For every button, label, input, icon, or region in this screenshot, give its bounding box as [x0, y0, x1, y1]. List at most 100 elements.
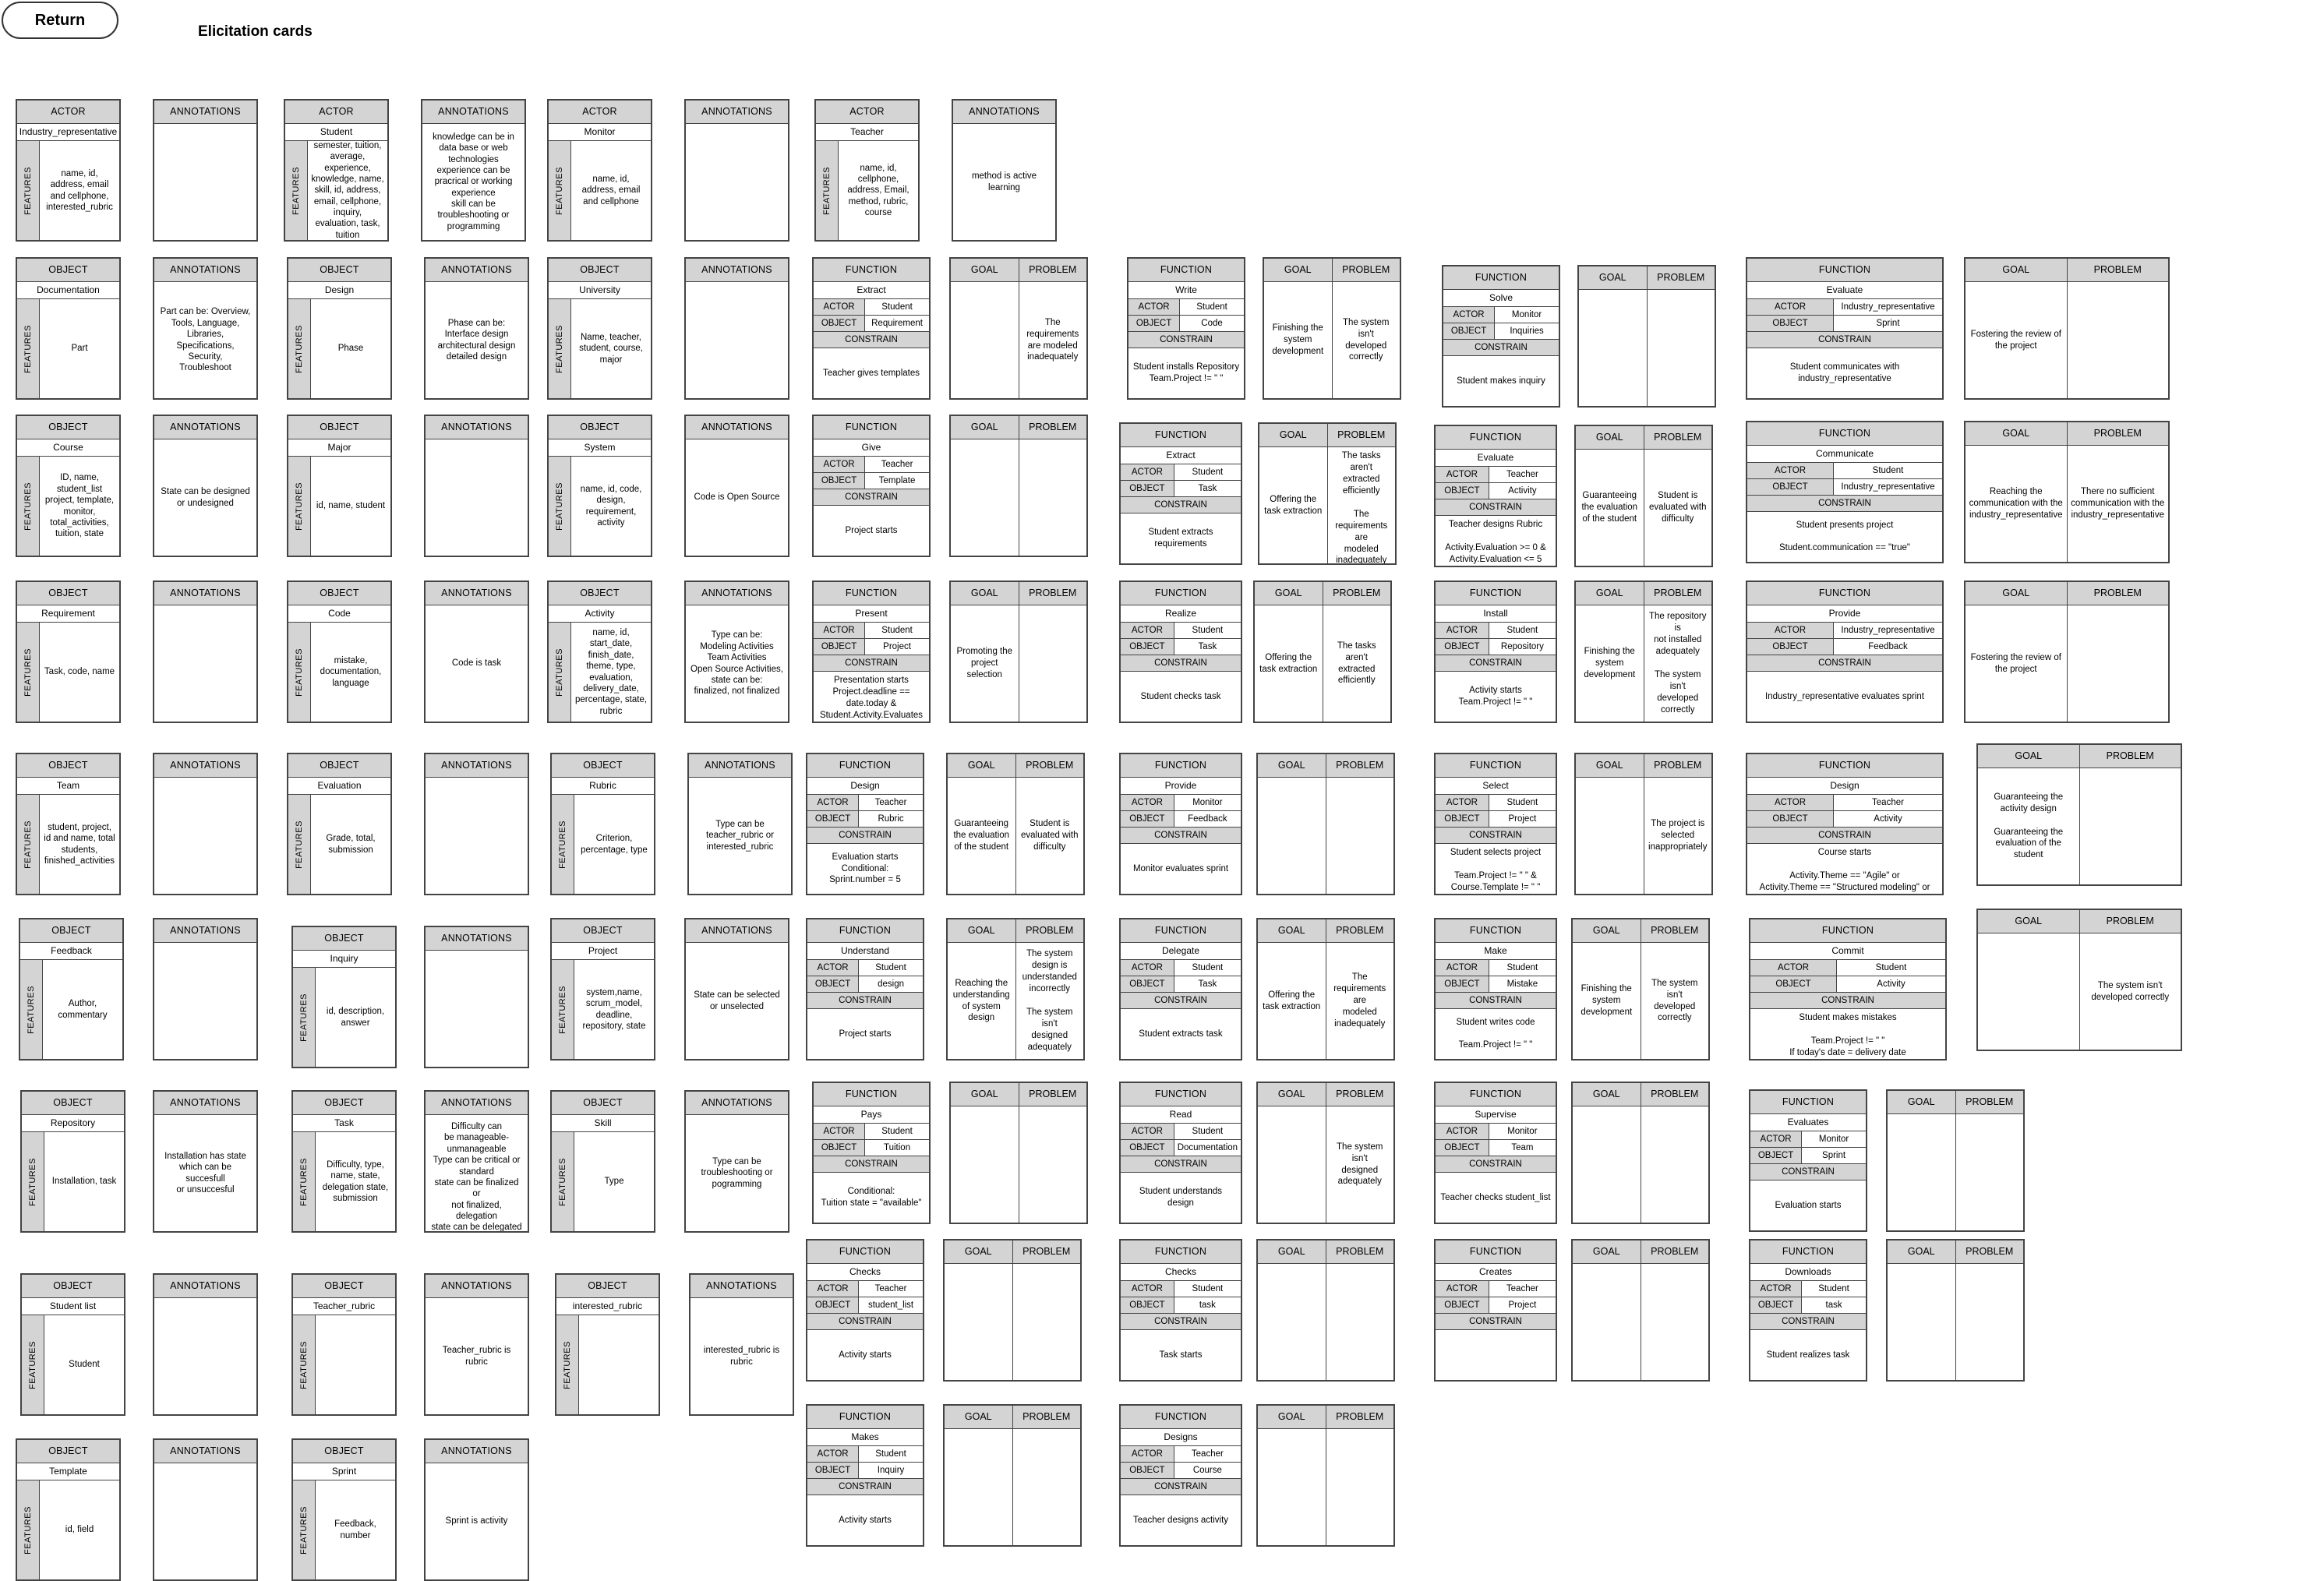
- goal-column: GOAL: [1258, 1083, 1326, 1223]
- card-name: Documentation: [17, 282, 119, 299]
- object-label: OBJECT: [1121, 1463, 1174, 1478]
- actor-value: Student: [1875, 963, 1907, 972]
- features-label: FEATURES: [22, 1132, 44, 1231]
- features-label-text: FEATURES: [28, 1340, 38, 1389]
- problem-header: PROBLEM: [1019, 416, 1086, 439]
- features-label-text: FEATURES: [558, 985, 568, 1034]
- problem-column: PROBLEM: [1325, 1240, 1394, 1380]
- actor-label: ACTOR: [1128, 299, 1181, 315]
- goal-column: GOAL: [1258, 1240, 1326, 1380]
- card-type-label: OBJECT: [17, 416, 119, 439]
- card-type-label: OBJECT: [17, 259, 119, 282]
- features-text: Feedback, number: [334, 1519, 376, 1540]
- constrain-header: CONSTRAIN: [1436, 828, 1556, 844]
- card-name: Course: [17, 439, 119, 457]
- function-header: FUNCTION: [1750, 919, 1945, 943]
- actor-label: ACTOR: [1443, 307, 1496, 323]
- object-value: Rubric: [878, 814, 904, 824]
- object-value: Task: [1198, 642, 1217, 651]
- function-header: FUNCTION: [1443, 266, 1559, 290]
- card-name: Project: [552, 943, 654, 960]
- annotations-header: ANNOTATIONS: [686, 101, 788, 124]
- goal-text: Guaranteeing the activity design Guarant…: [1994, 792, 2064, 860]
- constrain-text: Course starts Activity.Theme == "Agile" …: [1759, 848, 1930, 892]
- function-name: Present: [814, 605, 929, 623]
- object-label: OBJECT: [1121, 639, 1174, 655]
- actor-label: ACTOR: [1750, 1281, 1803, 1297]
- goal-text: [951, 282, 1019, 398]
- card-name: Teacher: [816, 124, 918, 141]
- problem-text: [2080, 768, 2181, 884]
- return-button[interactable]: Return: [2, 2, 118, 39]
- problem-column: PROBLEM: [1955, 1240, 2023, 1380]
- annotations-header: ANNOTATIONS: [422, 101, 524, 124]
- problem-header: PROBLEM: [1326, 919, 1393, 943]
- constrain-text: Student communicates with industry_repre…: [1789, 362, 1900, 383]
- annotations-card: ANNOTATIONS: [153, 99, 258, 242]
- goal-header: GOAL: [1576, 426, 1644, 450]
- function-header: FUNCTION: [1436, 754, 1556, 778]
- goal-column: GOAL: [1576, 754, 1644, 894]
- object-label: OBJECT: [814, 639, 866, 655]
- actor-label: ACTOR: [814, 1124, 866, 1139]
- actor-label: ACTOR: [1750, 1131, 1803, 1147]
- annotations-header: ANNOTATIONS: [154, 582, 256, 605]
- goal-text: [1573, 1106, 1641, 1223]
- card-name: interested_rubric: [556, 1298, 659, 1315]
- card-name: Student list: [22, 1298, 124, 1315]
- annotations-text: [154, 943, 256, 1059]
- actor-value: Student: [1196, 302, 1227, 312]
- function-name: Evaluate: [1747, 282, 1942, 299]
- constrain-header: CONSTRAIN: [1436, 1314, 1556, 1330]
- annotations-header: ANNOTATIONS: [154, 754, 256, 778]
- features-text: Name, teacher, student, course, major: [579, 332, 643, 365]
- problem-text: [1326, 1429, 1394, 1545]
- object-value: Team: [1511, 1143, 1534, 1152]
- object-value: Industry_representative: [1841, 482, 1935, 492]
- object-label: OBJECT: [814, 316, 866, 331]
- constrain-text: Teacher gives templates: [822, 368, 920, 378]
- features-label: FEATURES: [17, 623, 40, 722]
- features-label-text: FEATURES: [23, 166, 34, 215]
- object-row: OBJECT Task: [1121, 639, 1241, 655]
- object-value: Sprint: [1822, 1151, 1846, 1160]
- card-type-label: OBJECT: [17, 582, 119, 605]
- goal-text: [1888, 1264, 1955, 1380]
- annotations-header: ANNOTATIONS: [686, 416, 788, 439]
- annotations-text: [154, 605, 256, 722]
- constrain-text: Student realizes task: [1766, 1350, 1850, 1360]
- goal-header: GOAL: [1258, 1406, 1326, 1429]
- constrain-text: Student writes code Team.Project != " ": [1456, 1017, 1535, 1050]
- goal-column: GOAL: [945, 1406, 1012, 1545]
- features-label: FEATURES: [549, 457, 571, 556]
- problem-text: [1326, 1264, 1394, 1380]
- constrain-text: Teacher checks student_list: [1440, 1192, 1551, 1202]
- function-name: Commit: [1750, 943, 1945, 960]
- problem-text: Student is evaluated with difficulty: [1648, 491, 1707, 524]
- annotations-card: ANNOTATIONS: [153, 581, 258, 723]
- features-label-text: FEATURES: [299, 1505, 309, 1555]
- features-label: FEATURES: [293, 1315, 316, 1414]
- function-header: FUNCTION: [1121, 424, 1241, 447]
- goal-header: GOAL: [1573, 1083, 1641, 1106]
- card-name: Template: [17, 1463, 119, 1480]
